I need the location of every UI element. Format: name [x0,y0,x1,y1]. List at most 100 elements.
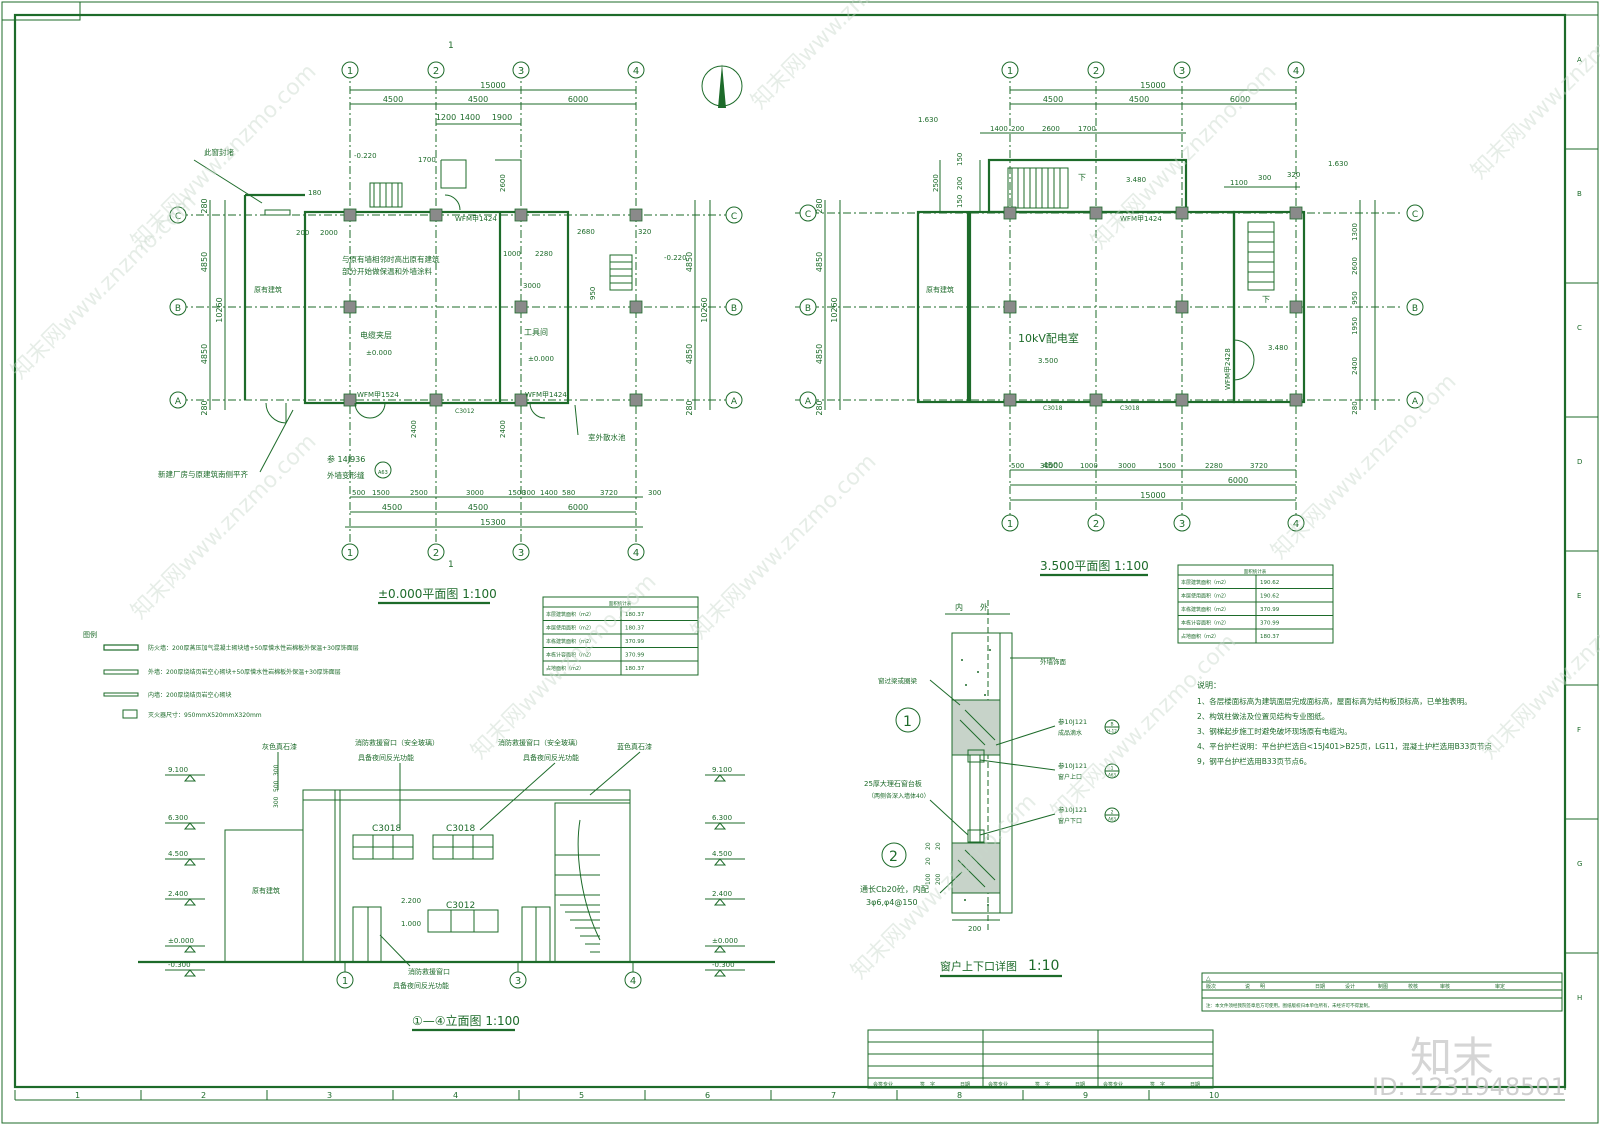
detail-label-6: 窗户上口 [1058,773,1082,781]
axis-bubble-letter: B [731,304,737,314]
border-row-letter: B [1577,190,1582,198]
area-table-2: 面积统计表 本层建筑面积（m2）190.62本层使用面积（m2）190.62本栋… [1177,564,1334,644]
detail-ref-top: 1 [1111,766,1114,772]
axis-bubble-letter: C [805,210,811,220]
axis-bubble-letter: B [805,304,811,314]
elev-window-2: C3018 [446,824,475,834]
detail-ref-bottom: H-12 [1107,729,1117,734]
p1-note-7: 参 14J936 [327,454,365,464]
elevation-title: ①—④立面图 1:100 [412,1013,520,1028]
p2-door-1: WFM甲1424 [1120,215,1162,223]
p1-dim-sub-1: 1200 [436,113,456,122]
p1-dim-bot-sub: 1500 [372,489,390,497]
p2-dim-right-5: 2400 [1351,357,1359,375]
table-row-label: 本栋计容面积（m2） [1181,620,1229,627]
title-block-header: 审定 [1495,983,1505,990]
p1-dim-sub-3: 1900 [492,113,512,122]
elev-axis-bubble: 4 [630,976,636,987]
p1-dim-left-3: 10260 [215,297,224,322]
p1-dim-total: 15000 [480,81,505,90]
detail-label-8: 窗户下口 [1058,817,1082,825]
elev-label-5: 具备夜间反光功能 [523,753,579,762]
elev-level-right: 9.100 [712,766,732,774]
legend-item-3: 内墙：200厚烧结页岩空心砌块 [148,691,231,699]
detail-in: 内 [955,602,963,612]
detail-label-11: 通长Cb20砼，内配 [860,884,929,894]
p1-misc-2: 180 [308,189,321,197]
p2-misc-4: 150 [956,195,964,208]
legend-title: 图例 [83,630,97,639]
p2-dim-top-sub: 1400 [990,125,1008,133]
p2-dim-right-4: 1950 [1351,317,1359,335]
p1-section-bottom: 1 [448,560,454,570]
title-block: △ 版次说 明日期设计制图校核审核审定 注：本文件须经我院签章后方可使用。图纸版… [867,972,1563,1089]
elev-label-6: 蓝色真石漆 [617,742,652,751]
watermark-text: 知末网www.znzmo.com [747,0,942,114]
p1-misc-1: 1700 [418,156,436,164]
p2-dim-top-3: 6000 [1230,95,1250,104]
axis-bubble-number: 4 [633,66,639,77]
p2-level-1: 1.630 [918,116,938,124]
border-col-number: 2 [201,1091,206,1100]
border-row-letter: D [1577,458,1582,466]
axis-bubble-number: 1 [347,66,353,77]
p2-door-4: C3018 [1120,405,1140,412]
detail-ref-top: 2 [1111,810,1114,816]
notes-item-4: 4、平台护栏说明：平台护栏选自<15J401>B25页，LG11，混凝土护栏选用… [1197,741,1492,751]
plan1-title: ±0.000平面图 1:100 [378,587,497,601]
p2-dim-top-sub: 1700 [1078,125,1096,133]
detail-label-7: 参10J121 [1058,805,1087,814]
detail-out: 外 [980,602,988,612]
elev-mid-level-1: 2.200 [401,897,421,905]
legend-item-1: 防火墙：200厚蒸压加气混凝土砌块墙+50厚憎水性岩棉板外保温+30厚饰面层 [148,644,359,652]
title-block-header: 审核 [1440,983,1450,990]
p1-door-4: C3012 [455,408,475,415]
elev-axis-bubble: 3 [515,976,521,987]
border-col-number: 9 [1083,1091,1088,1100]
detail-dim-5: 200 [935,873,942,885]
detail-label-10: （两侧各深入墙体40） [868,792,930,800]
detail-scale: 1:10 [1028,958,1059,974]
p2-misc-1: 2500 [932,174,940,192]
table-row-value: 180.37 [625,612,645,618]
axis-bubble-letter: B [175,304,181,314]
axis-bubble-number: 3 [1179,519,1185,530]
p1-room-cable: 电缆夹层 [360,330,392,340]
p2-dim-bot-2: 6000 [1228,476,1248,485]
elev-level-right: 4.500 [712,850,732,858]
detail-mark-1: 1 [903,714,912,730]
table-row-value: 190.62 [1260,580,1279,586]
watermark-text: 知末网www.znzmo.com [127,59,322,254]
notes-item-3: 3、钢梯起步施工时避免破坏现场原有电缆沟。 [1197,726,1352,736]
p1-misc-3: 200 [296,229,309,237]
detail-mark-2: 2 [889,849,898,865]
p1-dim-top-1: 4500 [383,95,403,104]
p1-dim-right-1: 4850 [685,252,694,272]
elevation-view: 9.1006.3004.5002.400±0.000-0.3009.1006.3… [138,738,775,1032]
p1-dim-bot-sub: 580 [562,489,575,497]
detail-label-2: 窗过梁或圈梁 [878,676,918,685]
detail-title: 窗户上下口详图 [940,959,1017,973]
axis-bubble-number: 2 [1093,66,1099,77]
p1-dim-left-4: 4850 [200,344,209,364]
title-block-header: 校核 [1408,983,1418,990]
p2-stair-down-2: 下 [1262,295,1270,304]
p1-door-1: WFM甲1424 [455,215,497,223]
detail-dim-1: 20 [925,842,932,850]
watermark-text: 知末网www.znzmo.com [1087,59,1282,254]
axis-bubble-number: 2 [1093,519,1099,530]
table-row-value: 190.62 [1260,594,1279,600]
p2-dim-top-sub: 320 [1287,171,1300,179]
p1-misc-12: 2400 [410,420,418,438]
elev-side-dim-3: 300 [273,764,280,776]
p2-room-existing: 原有建筑 [926,285,954,294]
p2-door-2: WFM甲2428 [1224,348,1232,390]
elev-level-right: 2.400 [712,890,732,898]
p1-dim-left-1: 280 [200,198,209,213]
plan-ground-floor: 15000 4500 4500 6000 1200 1400 1900 4500… [158,41,743,605]
title-block-header: 制图 [1378,983,1388,990]
p2-dim-top-sub: 200 [1011,125,1024,133]
p1-dim-top-3: 6000 [568,95,588,104]
p2-dim-top-2: 4500 [1129,95,1149,104]
p1-misc-13: 2400 [499,420,507,438]
